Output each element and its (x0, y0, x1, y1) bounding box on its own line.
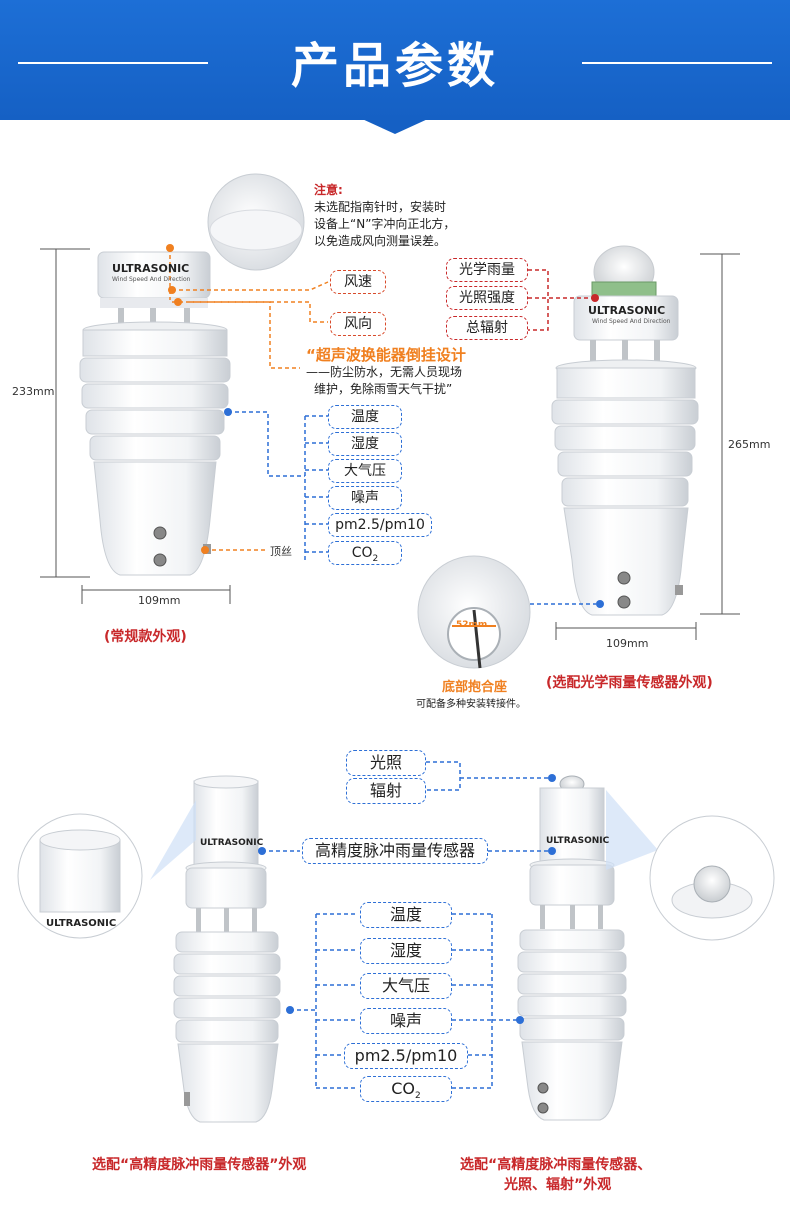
page-title: 产品参数 (290, 38, 499, 94)
label-pm: pm2.5/pm10 (328, 513, 432, 537)
rain-gauge-device (173, 775, 281, 1123)
brand-label-zoom: ULTRASONIC (46, 918, 117, 929)
brand-label-right: ULTRASONIC (588, 304, 666, 317)
label-co2: CO2 (328, 541, 402, 565)
rain-light-device (517, 775, 627, 1121)
caption-rain-gauge: 选配“高精度脉冲雨量传感器”外观 (92, 1157, 307, 1173)
marker-dot (224, 408, 232, 416)
dimension-lines-left (40, 248, 231, 604)
marker-dot (258, 847, 266, 855)
label-wind-direction: 风向 (330, 312, 386, 336)
base-subtitle: 可配备多种安装转接件。 (416, 699, 526, 710)
caption-rain-light-line1: 选配“高精度脉冲雨量传感器、 (460, 1157, 652, 1173)
label-humidity: 湿度 (328, 432, 402, 456)
standard-device (79, 251, 231, 576)
feature-title: “超声波换能器倒挂设计 (306, 346, 466, 364)
caption-optical: (选配光学雨量传感器外观) (546, 675, 713, 691)
header-divider-left (18, 62, 208, 64)
blue-leaders-2 (262, 761, 552, 1089)
caption-rain-light-line2: 光照、辐射”外观 (504, 1177, 612, 1193)
marker-dot (548, 774, 556, 782)
label-pressure-2: 大气压 (360, 973, 452, 999)
top-detail-zoom (169, 173, 305, 300)
note-line: 未选配指南针时，安装时 (314, 200, 447, 214)
dim-height-left: 233mm (12, 385, 55, 398)
blue-leaders-1 (228, 411, 328, 562)
label-pm-2: pm2.5/pm10 (344, 1043, 468, 1069)
label-optical-rain: 光学雨量 (446, 258, 528, 282)
brand-sub-right: Wind Speed And Direction (592, 318, 671, 325)
header-banner (0, 0, 790, 120)
marker-dot (516, 1016, 524, 1024)
dim-base: 52mm (456, 620, 488, 630)
header-divider-right (582, 62, 772, 64)
label-light: 光照 (346, 750, 426, 776)
optical-rain-device (551, 245, 699, 616)
orange-leaders (172, 281, 329, 551)
dim-width-right: 109mm (606, 637, 649, 650)
label-temperature: 温度 (328, 405, 402, 429)
note-line: 设备上“N”字冲向正北方， (314, 217, 456, 231)
brand-label-rain: ULTRASONIC (200, 838, 264, 848)
marker-dot (168, 286, 176, 294)
marker-dot (548, 847, 556, 855)
label-pressure: 大气压 (328, 459, 402, 483)
brand-sub-left: Wind Speed And Direction (112, 276, 191, 283)
marker-dot (174, 298, 182, 306)
feature-line: ——防尘防水，无需人员现场 (306, 365, 463, 379)
base-title: 底部抱合座 (442, 680, 508, 695)
label-noise-2: 噪声 (360, 1008, 452, 1034)
rain-zoom-circle (17, 800, 196, 939)
brand-label-rain-light: ULTRASONIC (546, 836, 610, 846)
marker-dot (166, 244, 174, 252)
dim-height-right: 265mm (728, 438, 771, 451)
label-radiation: 辐射 (346, 778, 426, 804)
label-temperature-2: 温度 (360, 902, 452, 928)
label-total-radiation: 总辐射 (446, 316, 528, 340)
base-detail-zoom (417, 555, 596, 669)
header-banner-notch (360, 118, 430, 134)
marker-dot (201, 546, 209, 554)
brand-label-left: ULTRASONIC (112, 262, 190, 275)
label-wind-speed: 风速 (330, 270, 386, 294)
feature-line: 维护，免除雨雪天气干扰” (314, 382, 453, 396)
marker-dot (596, 600, 604, 608)
dim-width-left: 109mm (138, 594, 181, 607)
marker-dot (591, 294, 599, 302)
label-light-intensity: 光照强度 (446, 286, 528, 310)
label-screw: 顶丝 (270, 545, 292, 558)
caption-standard: (常规款外观) (104, 629, 187, 645)
label-noise: 噪声 (328, 486, 402, 510)
red-leaders (528, 269, 595, 331)
label-rain-gauge: 高精度脉冲雨量传感器 (302, 838, 488, 864)
note-line: 以免造成风向测量误差。 (314, 234, 447, 248)
note-title: 注意: (314, 183, 343, 197)
label-humidity-2: 湿度 (360, 938, 452, 964)
marker-dot (286, 1006, 294, 1014)
dimension-lines-right (555, 253, 740, 640)
label-co2-2: CO2 (360, 1076, 452, 1102)
light-zoom-circle (606, 790, 775, 941)
